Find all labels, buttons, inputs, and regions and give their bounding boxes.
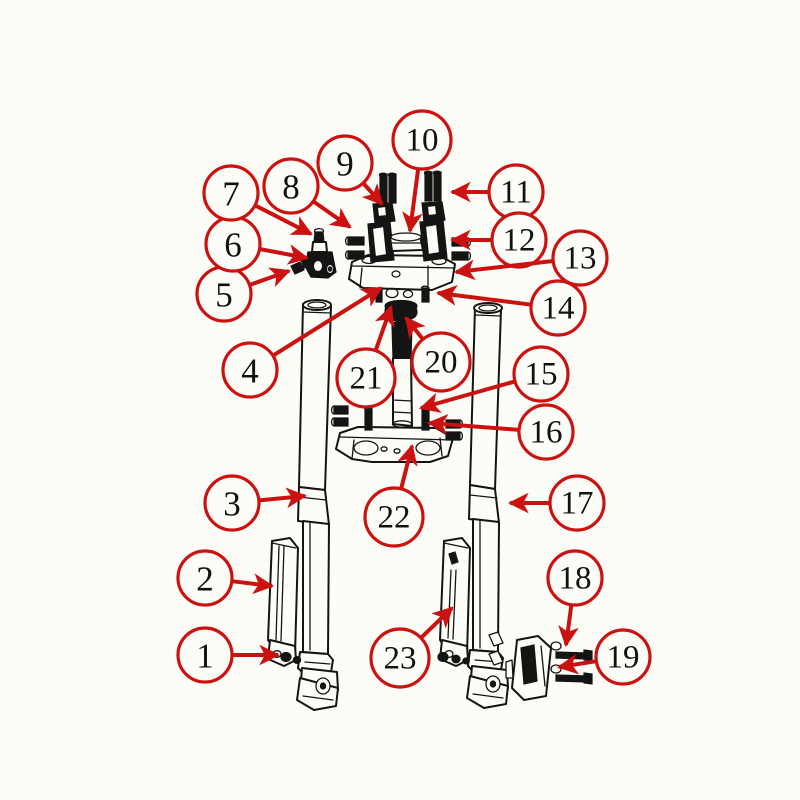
callout-leader-2 [231,573,275,595]
callout-leader-18 [558,604,579,648]
callout-number-4: 4 [241,351,259,391]
callout-circle-12[interactable] [490,211,548,269]
callout-number-5: 5 [215,275,233,315]
callout-circle-10[interactable] [391,109,453,171]
callout-circle-19[interactable] [594,628,652,686]
callout-circle-20[interactable] [410,331,472,393]
caliper-bolts [550,641,593,685]
callout-circle-8[interactable] [262,157,320,215]
callout-number-17: 17 [560,485,594,522]
callout-leader-19 [556,653,597,675]
callout-leader-10 [402,168,423,234]
callout-number-10: 10 [405,122,439,159]
callout-circle-15[interactable] [512,345,570,403]
callout-leader-21 [373,305,395,352]
callout-leader-4 [271,286,383,358]
callout-number-7: 7 [222,174,240,214]
callout-leader-5 [248,267,291,288]
callout-number-19: 19 [606,639,640,676]
callout-number-13: 13 [563,240,597,277]
callout-leader-16 [426,414,520,435]
callout-number-1: 1 [196,636,214,676]
brake-caliper [505,635,552,701]
callout-circle-17[interactable] [548,474,606,532]
callout-circle-2[interactable] [176,549,234,607]
callout-number-12: 12 [502,222,536,259]
callout-circle-1[interactable] [176,626,234,684]
callout-circle-4[interactable] [221,341,279,399]
callout-circle-7[interactable] [202,164,260,222]
callout-circle-3[interactable] [203,474,261,532]
callout-leader-9 [361,181,384,206]
right-fork-leg [466,302,509,709]
handlebar-holders [344,170,472,263]
callout-leader-14 [435,285,532,307]
callout-number-21: 21 [349,360,383,397]
callout-leader-6 [259,244,310,265]
callout-number-20: 20 [424,344,458,381]
callout-number-23: 23 [383,640,417,677]
right-axle-hardware [437,651,470,665]
callout-number-6: 6 [224,225,242,265]
callout-number-3: 3 [223,484,241,524]
callout-circle-13[interactable] [551,229,609,287]
callout-leader-23 [419,606,454,640]
callout-circle-9[interactable] [316,134,374,192]
callout-circle-18[interactable] [546,549,604,607]
callout-number-11: 11 [500,174,532,211]
callout-number-22: 22 [377,499,411,536]
callout-number-18: 18 [558,560,592,597]
callout-leader-8 [312,199,352,229]
callout-number-14: 14 [541,290,575,327]
callout-circle-22[interactable] [363,486,425,548]
callout-circle-16[interactable] [517,403,575,461]
callout-leader-15 [418,379,516,413]
callout-number-9: 9 [336,144,354,184]
callout-leader-7 [254,203,313,236]
ignition-lock-assembly [304,227,337,279]
callout-leader-22 [397,443,418,490]
callout-number-15: 15 [524,356,558,393]
callout-leader-13 [453,259,554,281]
callout-circle-14[interactable] [529,279,587,337]
callout-number-8: 8 [282,167,300,207]
callout-circle-21[interactable] [335,347,397,409]
callout-number-2: 2 [196,559,214,599]
callout-shapes [176,109,652,689]
callout-leader-20 [404,316,426,341]
callout-number-16: 16 [529,414,563,451]
left-fork-leg [296,299,339,711]
callout-leader-3 [258,487,308,509]
callout-circle-23[interactable] [369,627,431,689]
left-axle-hardware [280,651,302,664]
